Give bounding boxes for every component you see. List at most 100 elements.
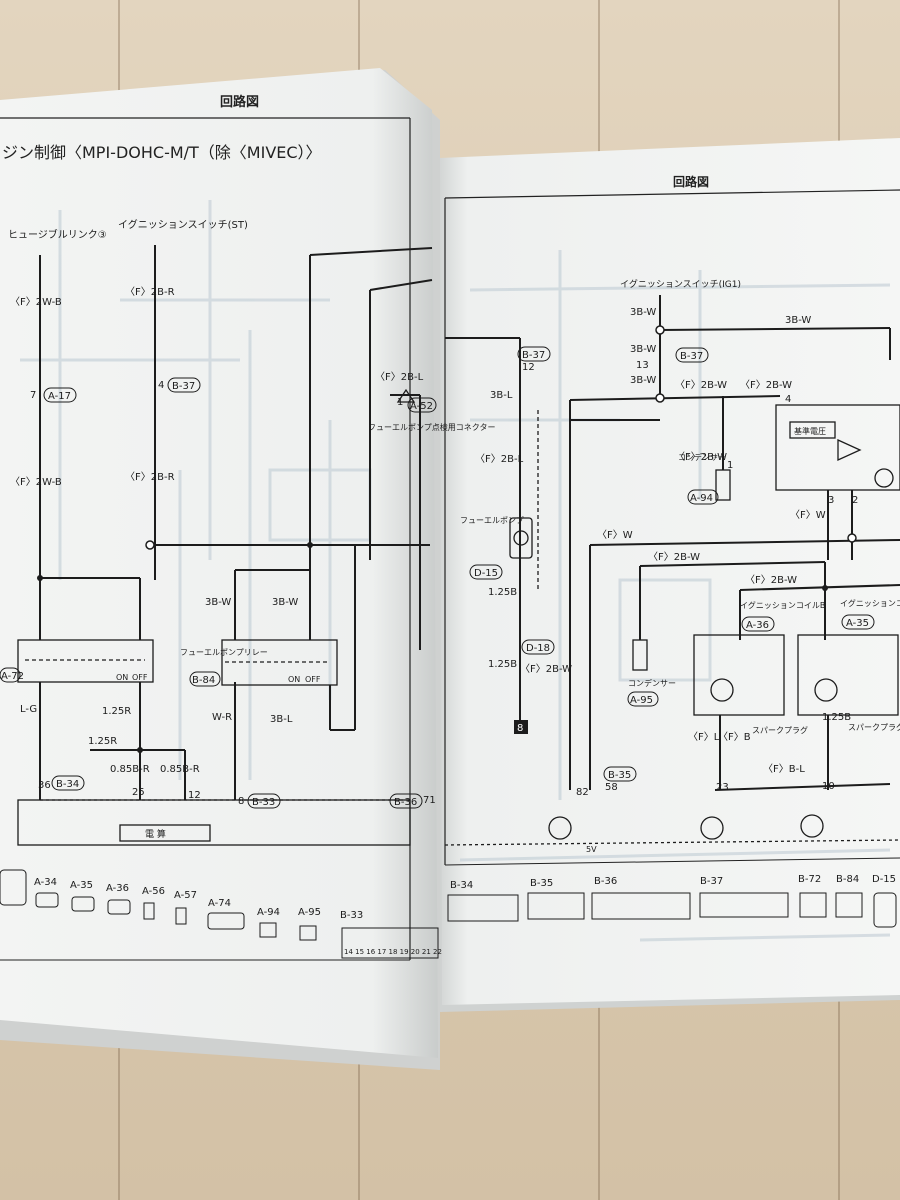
label-ignition-coil-a: イグニッションコイルA xyxy=(840,598,900,608)
label-relay-off: OFF xyxy=(132,673,148,682)
pin-label-36: 36 xyxy=(38,780,51,791)
bottom-conn-a36: A-36 xyxy=(106,883,129,894)
label-wire-2bw-6: 〈F〉2B-W xyxy=(520,663,572,675)
label-wire-2bl: 〈F〉2B-L xyxy=(475,453,524,465)
comparator-symbol xyxy=(837,438,862,462)
svg-text:8: 8 xyxy=(517,723,523,734)
bottom-conn-a95: A-95 xyxy=(298,907,321,918)
conn-b33: B-33 xyxy=(252,797,275,808)
label-reference-voltage: 基準電圧 xyxy=(794,426,826,436)
ecu-transistor-1 xyxy=(548,816,572,840)
bottom-conn-b84: B-84 xyxy=(836,874,859,885)
condenser-symbol-2 xyxy=(632,639,648,671)
pin-label-71: 71 xyxy=(423,795,436,806)
left-page-title: ジン制御〈MPI-DOHC-M/T（除〈MIVEC）〉 xyxy=(2,143,322,162)
label-wire-fw-1: 〈F〉W xyxy=(790,509,826,521)
ecu-transistor-3 xyxy=(800,814,824,838)
label-relay-on: ON xyxy=(116,673,128,682)
bottom-conn-a56: A-56 xyxy=(142,886,165,897)
transistor-coil-b xyxy=(710,678,734,702)
label-wire-125r-b: 1.25R xyxy=(88,736,117,747)
conn-a95-right: A-95 xyxy=(630,695,653,706)
pin-label-8: 8 xyxy=(238,796,244,807)
label-wire-125b-3: 1.25B xyxy=(822,712,851,723)
bottom-conn-b33: B-33 xyxy=(340,910,363,921)
label-wire-2bw-3: 〈F〉2B-W xyxy=(675,451,727,463)
bottom-conn-b37: B-37 xyxy=(700,876,723,887)
label-ign-switch-ig1: イグニッションスイッチ(IG1) xyxy=(620,278,741,290)
fuel-pump-motor xyxy=(509,517,533,559)
bottom-conn-b72: B-72 xyxy=(798,874,821,885)
ignition-power-unit xyxy=(775,404,900,491)
label-wire-2bw-1: 〈F〉2B-W xyxy=(675,379,727,391)
pin-label-58: 58 xyxy=(605,782,618,793)
ground-connector-8 xyxy=(514,720,528,734)
label-condenser-1: コンデンサー xyxy=(678,452,726,462)
fuel-pump-motor-symbol xyxy=(513,530,529,546)
pin-label-1-right: 1 xyxy=(727,460,733,471)
bottom-conn-a74: A-74 xyxy=(208,898,231,909)
pin-label-7: 7 xyxy=(30,390,36,401)
bottom-conn-b34: B-34 xyxy=(450,880,473,891)
label-wire-3bw-2: 3B-W xyxy=(630,344,656,355)
label-wire-fl: 〈F〉L xyxy=(688,731,720,743)
left-circuit-wires xyxy=(39,245,433,800)
bottom-conn-a34: A-34 xyxy=(34,877,57,888)
reference-voltage-box xyxy=(789,421,836,439)
bottom-conn-a35: A-35 xyxy=(70,880,93,891)
pin-label-4: 4 xyxy=(158,380,164,391)
right-bottom-connector-row: B-34 B-35 B-36 B-37 B-72 B-84 D-15 xyxy=(447,874,897,928)
conn-b84: B-84 xyxy=(192,675,215,686)
ignition-coil-b xyxy=(693,634,785,716)
inspection-connector-icon xyxy=(396,388,416,403)
conn-b37: B-37 xyxy=(172,381,195,392)
label-ignition-coil-b: イグニッションコイルB xyxy=(740,600,825,610)
pin-label-4-right: 4 xyxy=(785,394,791,405)
label-wire-fw-2: 〈F〉W xyxy=(597,529,633,541)
label-fuel-pump-check-connector: フューエルポンプ点検用コネクター xyxy=(368,422,495,432)
ecu-inner-label-box xyxy=(119,824,211,842)
label-wire-3bw-1: 3B-W xyxy=(630,307,656,318)
label-wire-2bl: 〈F〉2B-L xyxy=(375,371,424,383)
label-fuel-pump: フューエルポンプ xyxy=(460,516,524,525)
pin-label-2-right: 2 xyxy=(852,495,858,506)
label-wire-2bw-2: 〈F〉2B-W xyxy=(740,379,792,391)
conn-a52: A-52 xyxy=(410,401,433,412)
right-page-show-through xyxy=(459,250,891,942)
conn-b36: B-36 xyxy=(394,797,417,808)
pin-label-12-right: 12 xyxy=(522,362,535,373)
label-condenser-2: コンデンサー xyxy=(628,678,676,688)
label-ecu-inner: 電 算 xyxy=(145,828,166,840)
label-wire-125r-a: 1.25R xyxy=(102,706,131,717)
transistor-coil-a xyxy=(814,678,838,702)
label-wire-lg: L-G xyxy=(20,704,37,715)
conn-a17: A-17 xyxy=(48,391,71,402)
conn-a36-right: A-36 xyxy=(746,620,769,631)
ecu-transistor-2 xyxy=(700,816,724,840)
right-page xyxy=(432,138,900,1012)
conn-b35-right: B-35 xyxy=(608,770,631,781)
label-wire-wr: W-R xyxy=(212,712,232,723)
pin-label-25: 25 xyxy=(132,787,145,798)
conn-b37-right-2: B-37 xyxy=(680,351,703,362)
conn-a94-right: A-94 xyxy=(690,493,713,504)
label-wire-3bw-a: 3B-W xyxy=(205,597,231,608)
pin-label-1: 1 xyxy=(397,397,403,408)
conn-d18: D-18 xyxy=(526,643,550,654)
label-fuel-pump-relay: フューエルポンプリレー xyxy=(180,648,268,657)
label-wire-125b-2: 1.25B xyxy=(488,659,517,670)
label-relay2-off: OFF xyxy=(305,675,321,684)
label-wire-3bl: 3B-L xyxy=(270,714,293,725)
pin-label-10: 10 xyxy=(822,781,835,792)
left-bottom-connector-row: A-34 A-35 A-36 A-56 A-57 A-74 A-94 A-95 … xyxy=(0,869,442,959)
bottom-conn-a94: A-94 xyxy=(257,907,280,918)
label-wire-2br-mid: 〈F〉2B-R xyxy=(125,471,175,483)
right-connector-tags: B-37 B-37 D-15 D-18 A-94 A-95 A-36 A-35 … xyxy=(469,346,875,782)
pin-label-23: 23 xyxy=(716,782,729,793)
pin-label-12: 12 xyxy=(188,790,201,801)
label-wire-125b-1: 1.25B xyxy=(488,587,517,598)
fuel-pump-relay xyxy=(221,639,338,686)
condenser-symbol-1 xyxy=(715,469,731,501)
label-wire-fbl: 〈F〉B-L xyxy=(763,763,805,775)
label-wire-fb: 〈F〉B xyxy=(718,731,751,743)
